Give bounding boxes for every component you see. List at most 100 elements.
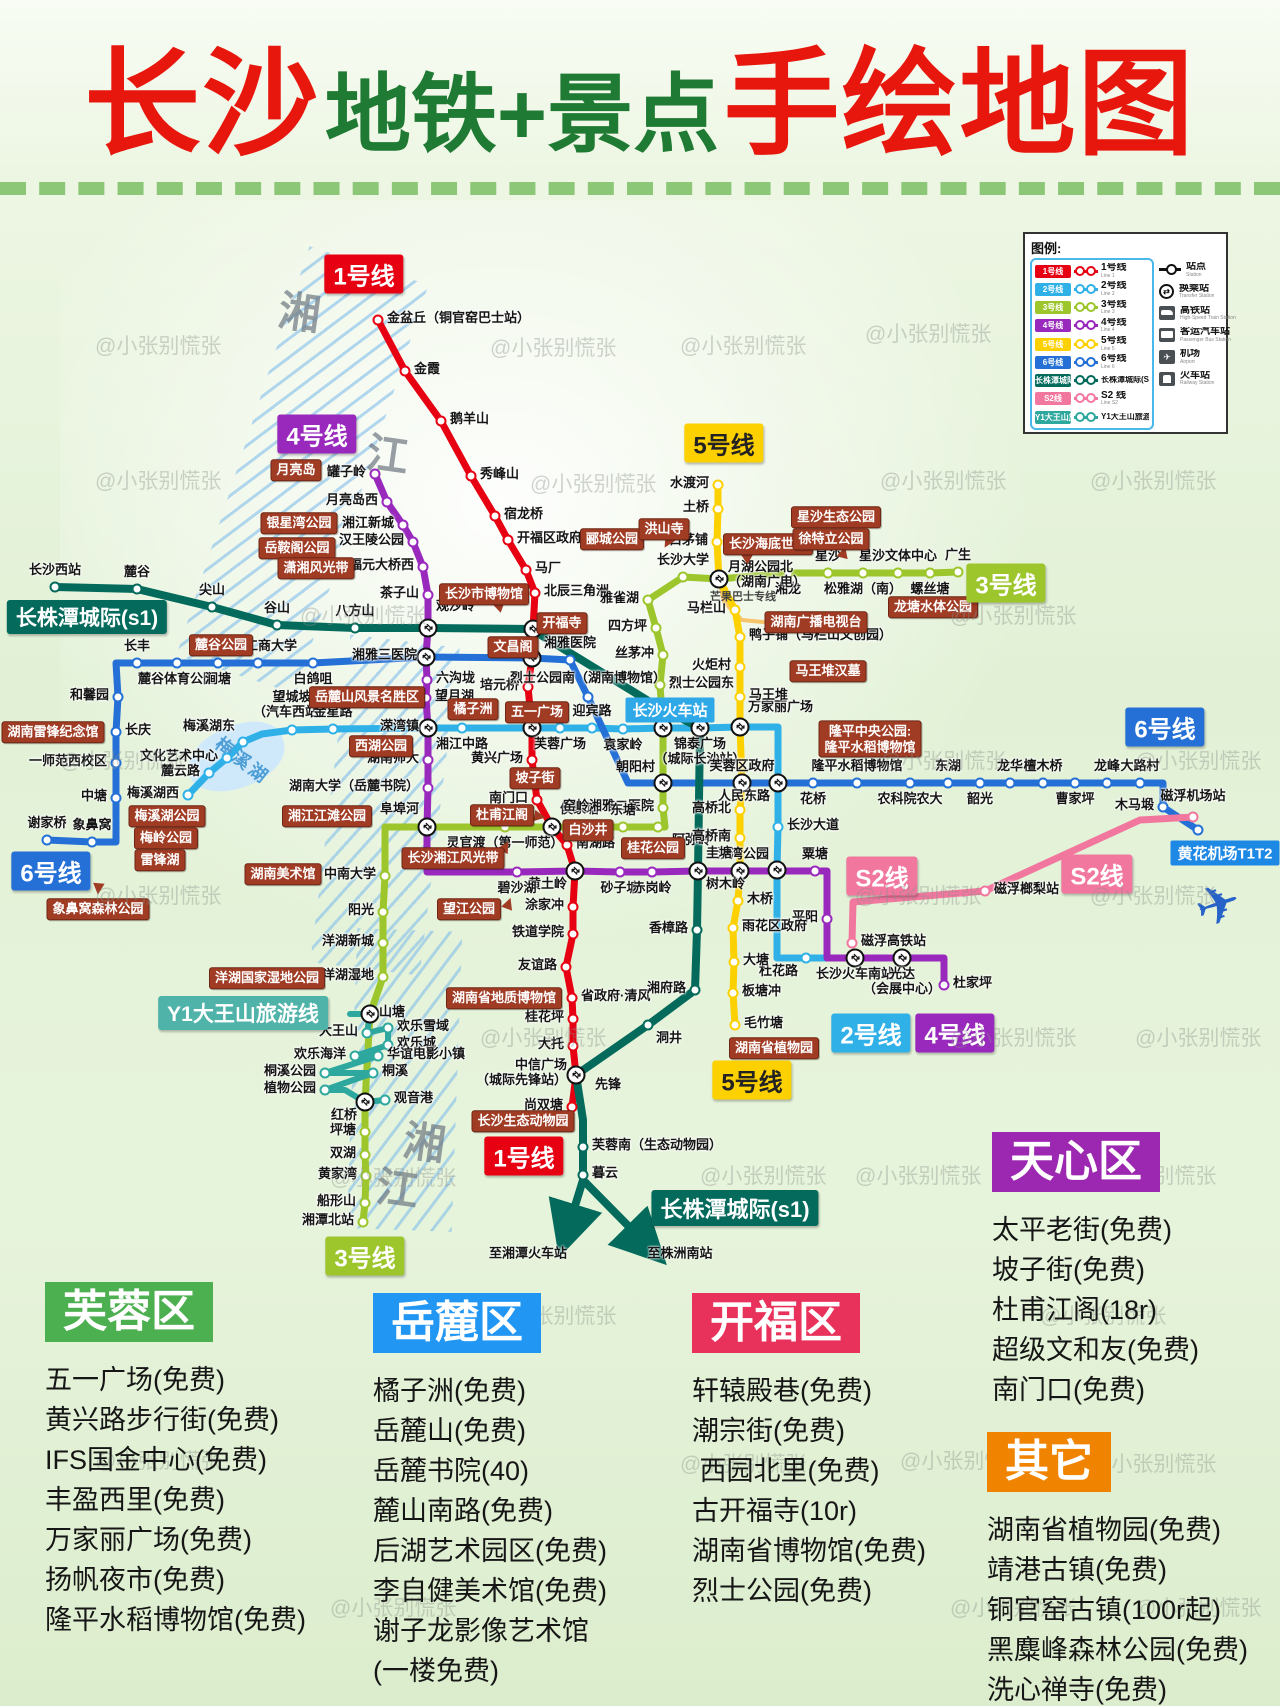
attraction-湖南省地质博物馆: 湖南省地质博物馆 (445, 987, 563, 1009)
station-dot-长庆 (110, 726, 122, 738)
attraction-麓谷公园: 麓谷公园 (188, 634, 254, 656)
s1-destination-arrow (579, 1176, 667, 1266)
transfer-station-沙湾公园: ⇄ (767, 860, 787, 880)
transfer-station-月湖公园北: ⇄ (709, 569, 729, 589)
station-label-北辰三角洲: 北辰三角洲 (544, 583, 610, 598)
station-label-杜家坪: 杜家坪 (953, 975, 993, 990)
attraction-潇湘风光带: 潇湘风光带 (277, 557, 355, 579)
station-dot-金霞 (399, 365, 411, 377)
station-label-丝茅冲: 丝茅冲 (614, 645, 654, 660)
transfer-icon: ⇄ (691, 863, 706, 878)
attraction-徐特立公园: 徐特立公园 (792, 528, 870, 550)
station-dot-金星路 (327, 723, 339, 735)
station-dot-罐子岭 (369, 468, 381, 480)
bus-icon (1159, 328, 1175, 343)
station-label-和馨园: 和馨园 (69, 687, 109, 702)
transfer-icon: ⇄ (771, 775, 786, 790)
pointer-arrow: ▶ (498, 894, 518, 912)
station-label-窑岭湘雅二医院: 窑岭湘雅二医院 (562, 798, 654, 813)
attraction-梅岭公园: 梅岭公园 (133, 827, 199, 849)
legend-line-sample (1074, 338, 1098, 350)
station-dot-湘江中路 (456, 722, 468, 734)
station-label-螺丝塘: 螺丝塘 (910, 581, 950, 596)
station-dot-坪塘 (359, 1126, 371, 1138)
station-dot-赤岗岭 (646, 866, 658, 878)
station-label-月湖公园北: 月湖公园北 （湖南广电） (728, 559, 807, 589)
station-label-铁道学院: 铁道学院 (511, 924, 564, 939)
station-label-桐溪: 桐溪 (382, 1063, 409, 1078)
station-dot-杜花路 (800, 952, 812, 964)
station-dot-平阳 (821, 913, 833, 925)
station-label-曹家坪: 曹家坪 (1055, 791, 1095, 806)
station-label-麓云路: 麓云路 (160, 763, 200, 778)
attraction-橘子洲: 橘子洲 (447, 698, 499, 720)
line-badge-6号线: 6号线 (11, 851, 91, 891)
station-label-双湖: 双湖 (329, 1145, 356, 1160)
station-label-龙峰: 龙峰 (1093, 758, 1121, 773)
station-dot-宿龙桥 (489, 510, 501, 522)
legend-line-badge: 6号线 (1035, 355, 1071, 369)
station-label-四方坪: 四方坪 (607, 618, 647, 633)
station-dot-星沙文体中心 (892, 567, 904, 579)
station-label-龙华: 龙华 (996, 758, 1024, 773)
station-dot-湘雅医院 (564, 654, 576, 666)
station-dot-一师范西校区 (110, 757, 122, 769)
station-dot-长沙西站 (49, 581, 61, 593)
station-label-树木岭: 树木岭 (706, 876, 746, 891)
station-dot-烈士公园东 (654, 679, 666, 691)
station-dot-雅雀湖 (642, 594, 654, 606)
station-dot-窑岭湘雅二医院 (657, 802, 669, 814)
station-label-涧塘: 涧塘 (204, 671, 232, 686)
watermark: @小张别慌张 (95, 470, 222, 493)
station-dot-洋湖新城 (377, 937, 389, 949)
station-dot-省政府·清风 (566, 992, 578, 1004)
station-dot-花桥 (807, 777, 819, 789)
station-label-朝阳村: 朝阳村 (615, 759, 655, 774)
station-label-马栏山: 马栏山 (686, 600, 726, 615)
station-label-马王堆: 马王堆 (749, 687, 789, 702)
attraction-洪山寺: 洪山寺 (638, 518, 690, 540)
station-label-烈士公园东: 烈士公园东 (669, 675, 735, 690)
legend-line-badge: 长株潭城际(S1) (1035, 374, 1071, 387)
station-dot-毛竹塘 (729, 1019, 741, 1031)
station-label-星沙文体中心: 星沙文体中心 (858, 548, 938, 563)
station-dot-开福区政府 (502, 534, 514, 546)
attraction-龙塘水体公园: 龙塘水体公园 (887, 596, 979, 618)
station-label-湘府路: 湘府路 (646, 980, 686, 995)
attraction-银星湾公园: 银星湾公园 (260, 512, 338, 534)
dashed-divider (0, 182, 1280, 195)
station-label-桐溪公园: 桐溪公园 (263, 1063, 316, 1078)
station-dot-白鸽咀 (307, 657, 319, 669)
attraction-岳鞍阁公园: 岳鞍阁公园 (258, 537, 336, 559)
attraction-象鼻窝森林公园: 象鼻窝森林公园 (46, 898, 150, 920)
station-label-白鸽咀: 白鸽咀 (293, 671, 333, 686)
line-badge-6号线: 6号线 (1125, 707, 1205, 747)
station-dot-长丰 (131, 657, 143, 669)
transfer-station-树木岭: ⇄ (688, 861, 708, 881)
station-label-香樟路: 香樟路 (648, 920, 688, 935)
station-label-长庆: 长庆 (125, 722, 152, 737)
station-label-长沙火车南站: 长沙火车南站 (815, 966, 895, 981)
map-label-黄花机场T1T2: 黄花机场T1T2 (1170, 840, 1280, 866)
station-label-船形山: 船形山 (316, 1193, 356, 1208)
watermark: @小张别慌张 (530, 473, 657, 496)
district-items-天心区: 太平老街(免费) 坡子街(免费) 杜甫江阁(18r) 超级文和友(免费) 南门口… (992, 1215, 1199, 1405)
transfer-icon: ⇄ (569, 1067, 584, 1082)
legend-line-sample (1074, 356, 1098, 368)
transfer-icon: ⇄ (358, 1094, 373, 1109)
hsr-icon (1159, 306, 1175, 321)
station-label-土桥: 土桥 (682, 499, 709, 514)
station-label-象鼻窝: 象鼻窝 (72, 817, 112, 832)
station-label-平阳: 平阳 (791, 909, 818, 924)
station-label-湘雅医院: 湘雅医院 (543, 635, 597, 650)
station-label-谷山: 谷山 (263, 600, 291, 615)
station-label-秀峰山: 秀峰山 (480, 466, 520, 481)
